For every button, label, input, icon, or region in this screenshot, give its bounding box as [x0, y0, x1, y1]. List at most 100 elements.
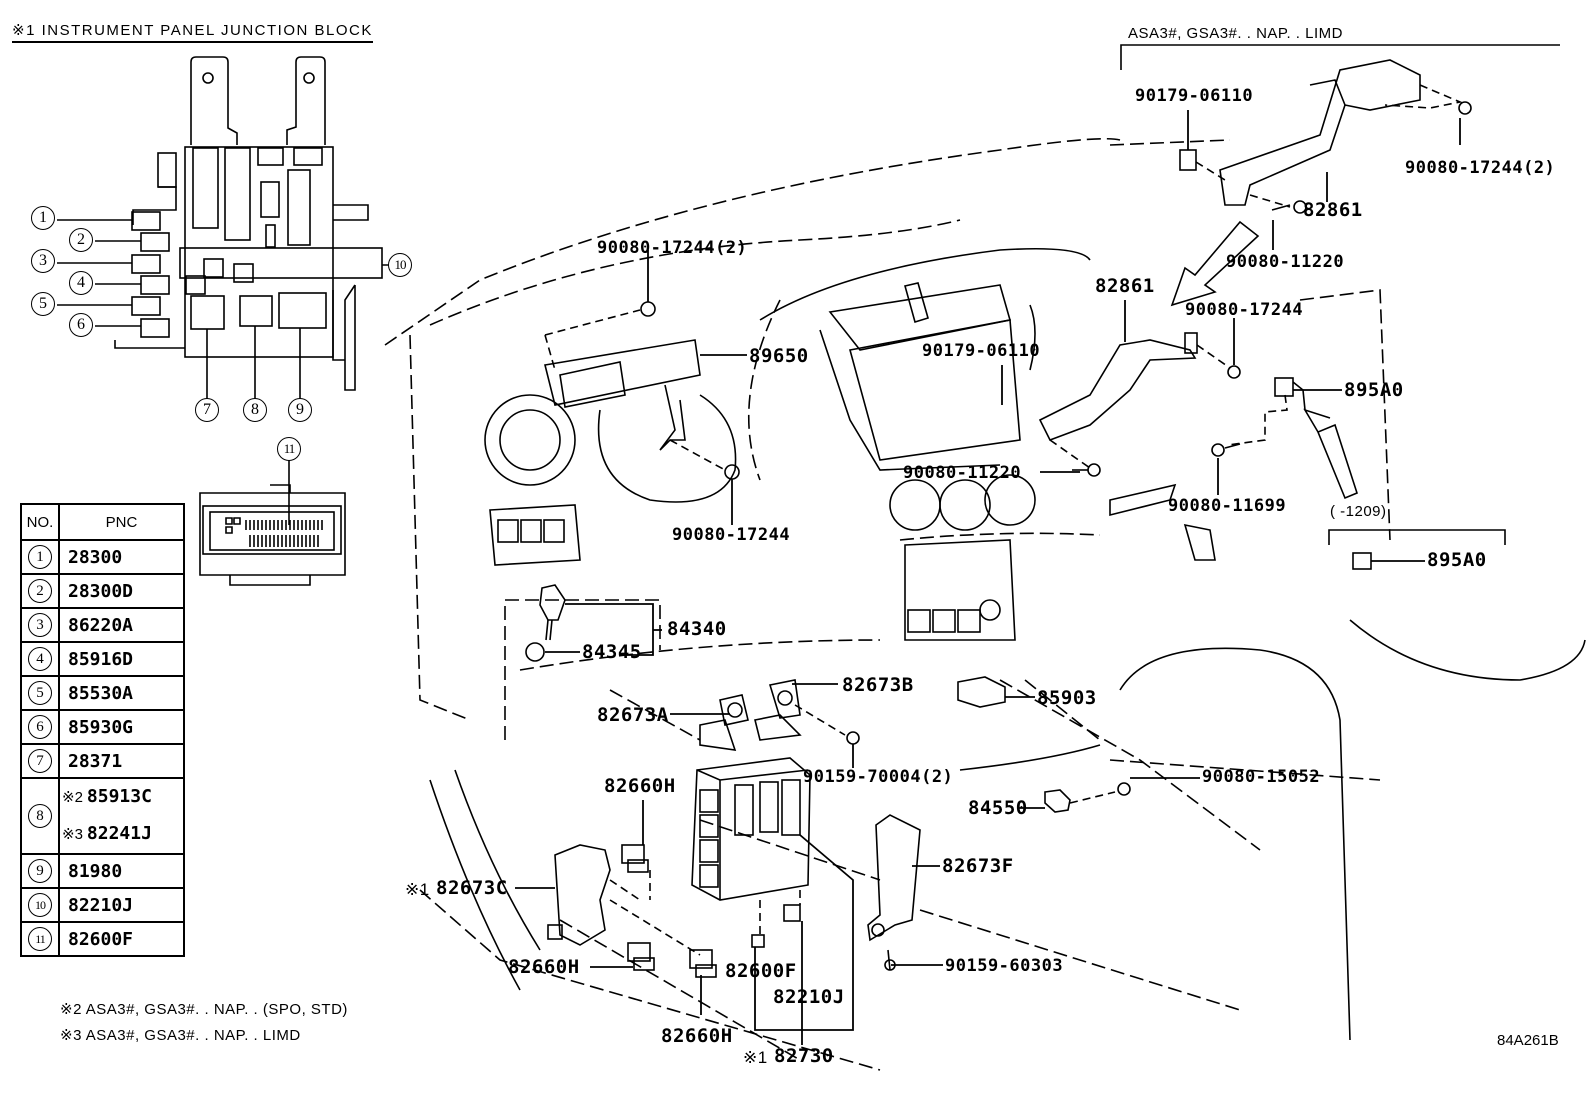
- bracket-82861-upper-drawing: [1179, 59, 1472, 214]
- variant-mark: ※2: [62, 789, 83, 806]
- part-label-82210J[interactable]: 82210J: [773, 986, 845, 1008]
- bracket-82861-upper-dashes: [1195, 84, 1463, 208]
- callout-10: 10: [388, 253, 412, 277]
- part-label-84550[interactable]: 84550: [968, 797, 1028, 819]
- table-header-row: NO. PNC: [20, 503, 185, 541]
- fuse-82600F-drawing: [751, 934, 765, 948]
- connector-11-drawing: [199, 458, 346, 586]
- callout-8: 8: [243, 398, 267, 422]
- bracket-82861-lower-drawing: [1038, 332, 1306, 477]
- callout-7: 7: [195, 398, 219, 422]
- part-label-895A0[interactable]: 895A0: [1427, 549, 1487, 571]
- part-label-90159-70004-2[interactable]: 90159-70004(2): [803, 767, 954, 787]
- junction-block-82730-drawing: [691, 757, 811, 901]
- sensor-85903-drawing: [957, 676, 1006, 708]
- callout-2: 2: [69, 228, 93, 252]
- screw-90080-15052-drawing: [1117, 782, 1131, 796]
- sensor-84550-dashes: [1069, 791, 1116, 804]
- limd-group-title: ASA3#, GSA3#. . NAP. . LIMD: [1128, 25, 1343, 42]
- callout-4: 4: [69, 271, 93, 295]
- part-label-85903[interactable]: 85903: [1037, 687, 1097, 709]
- junction-block-inset-drawing: [57, 56, 390, 400]
- row-number: 7: [28, 749, 52, 773]
- part-label-90080-17244[interactable]: 90080-17244: [672, 525, 791, 545]
- part-label-82730[interactable]: 82730: [774, 1045, 834, 1067]
- leader-lines: [515, 110, 1461, 1045]
- relay-82210J-drawing: [783, 904, 801, 922]
- header-pnc: PNC: [58, 503, 185, 541]
- row-pnc: 85916D: [58, 641, 185, 677]
- part-label-82673B[interactable]: 82673B: [842, 674, 914, 696]
- row-pnc: 85913C: [86, 786, 152, 807]
- junction-block-82673C-drawing: [547, 844, 611, 946]
- dashboard-solid-lines: [429, 247, 1586, 1041]
- part-label-82660H[interactable]: 82660H: [661, 1025, 733, 1047]
- part-label-84340[interactable]: 84340: [667, 618, 727, 640]
- row-pnc: 28300D: [58, 573, 185, 609]
- row-pnc: 82241J: [86, 823, 152, 844]
- part-label-82673C[interactable]: 82673C: [436, 877, 508, 899]
- part-label-90080-11220[interactable]: 90080-11220: [903, 463, 1022, 483]
- part-label-90159-60303[interactable]: 90159-60303: [945, 956, 1064, 976]
- bracket-82673B-dashes: [794, 704, 846, 736]
- callout-6: 6: [69, 313, 93, 337]
- footnote-2: ※2 ASA3#, GSA3#. . NAP. . (SPO, STD): [60, 1001, 348, 1018]
- callout-9: 9: [288, 398, 312, 422]
- row-number: 4: [28, 647, 52, 671]
- part-label-82673F[interactable]: 82673F: [942, 855, 1014, 877]
- part-label-90179-06110[interactable]: 90179-06110: [922, 341, 1041, 361]
- part-label-90080-11699[interactable]: 90080-11699: [1168, 496, 1287, 516]
- direction-arrow-upper: [1170, 220, 1260, 307]
- callout-5: 5: [31, 292, 55, 316]
- direction-arrow-lower: [1303, 408, 1358, 500]
- part-label-90080-15052[interactable]: 90080-15052: [1202, 767, 1321, 787]
- part-label-90080-17244-2[interactable]: 90080-17244(2): [1405, 158, 1556, 178]
- part-label-90179-06110[interactable]: 90179-06110: [1135, 86, 1254, 106]
- sensor-89650-drawing: [544, 301, 740, 480]
- row-pnc: 85530A: [58, 675, 185, 711]
- switch-84340-drawing: [525, 584, 566, 662]
- callout-3: 3: [31, 249, 55, 273]
- junction-dashes: [609, 870, 801, 956]
- footnote-3: ※3 ASA3#, GSA3#. . NAP. . LIMD: [60, 1027, 301, 1044]
- row-pnc: 28300: [58, 539, 185, 575]
- part-label-82861[interactable]: 82861: [1303, 199, 1363, 221]
- inset-title: ※1 INSTRUMENT PANEL JUNCTION BLOCK: [12, 21, 373, 43]
- part-label-82660H[interactable]: 82660H: [508, 956, 580, 978]
- part-label-82673A[interactable]: 82673A: [597, 704, 669, 726]
- callout-1: 1: [31, 206, 55, 230]
- part-label-82660H[interactable]: 82660H: [604, 775, 676, 797]
- relay-895A0-range-drawing: [1352, 552, 1372, 570]
- variant-mark-82673C: ※1: [405, 880, 430, 899]
- part-label-90080-17244-2[interactable]: 90080-17244(2): [597, 238, 748, 258]
- part-label-82600F[interactable]: 82600F: [725, 960, 797, 982]
- row-number: 9: [28, 859, 52, 883]
- part-label-89650[interactable]: 89650: [749, 345, 809, 367]
- part-label-90080-17244[interactable]: 90080-17244: [1185, 300, 1304, 320]
- part-label-84345[interactable]: 84345: [582, 641, 642, 663]
- row-number: 10: [28, 893, 52, 917]
- part-label-90080-11220[interactable]: 90080-11220: [1226, 252, 1345, 272]
- bracket-82673A-drawing: [699, 694, 749, 751]
- row-number: 11: [28, 927, 52, 951]
- range-group-title: ( -1209): [1330, 503, 1387, 520]
- row-number: 6: [28, 715, 52, 739]
- part-label-82861[interactable]: 82861: [1095, 275, 1155, 297]
- row-pnc: 82600F: [58, 921, 185, 957]
- part-label-895A0[interactable]: 895A0: [1344, 379, 1404, 401]
- row-number: 5: [28, 681, 52, 705]
- variant-mark: ※3: [62, 826, 83, 843]
- sensor-89650-dashes: [544, 309, 726, 471]
- row-pnc: 85930G: [58, 709, 185, 745]
- limd-bracket: [1120, 44, 1560, 70]
- range-bracket: [1328, 529, 1506, 545]
